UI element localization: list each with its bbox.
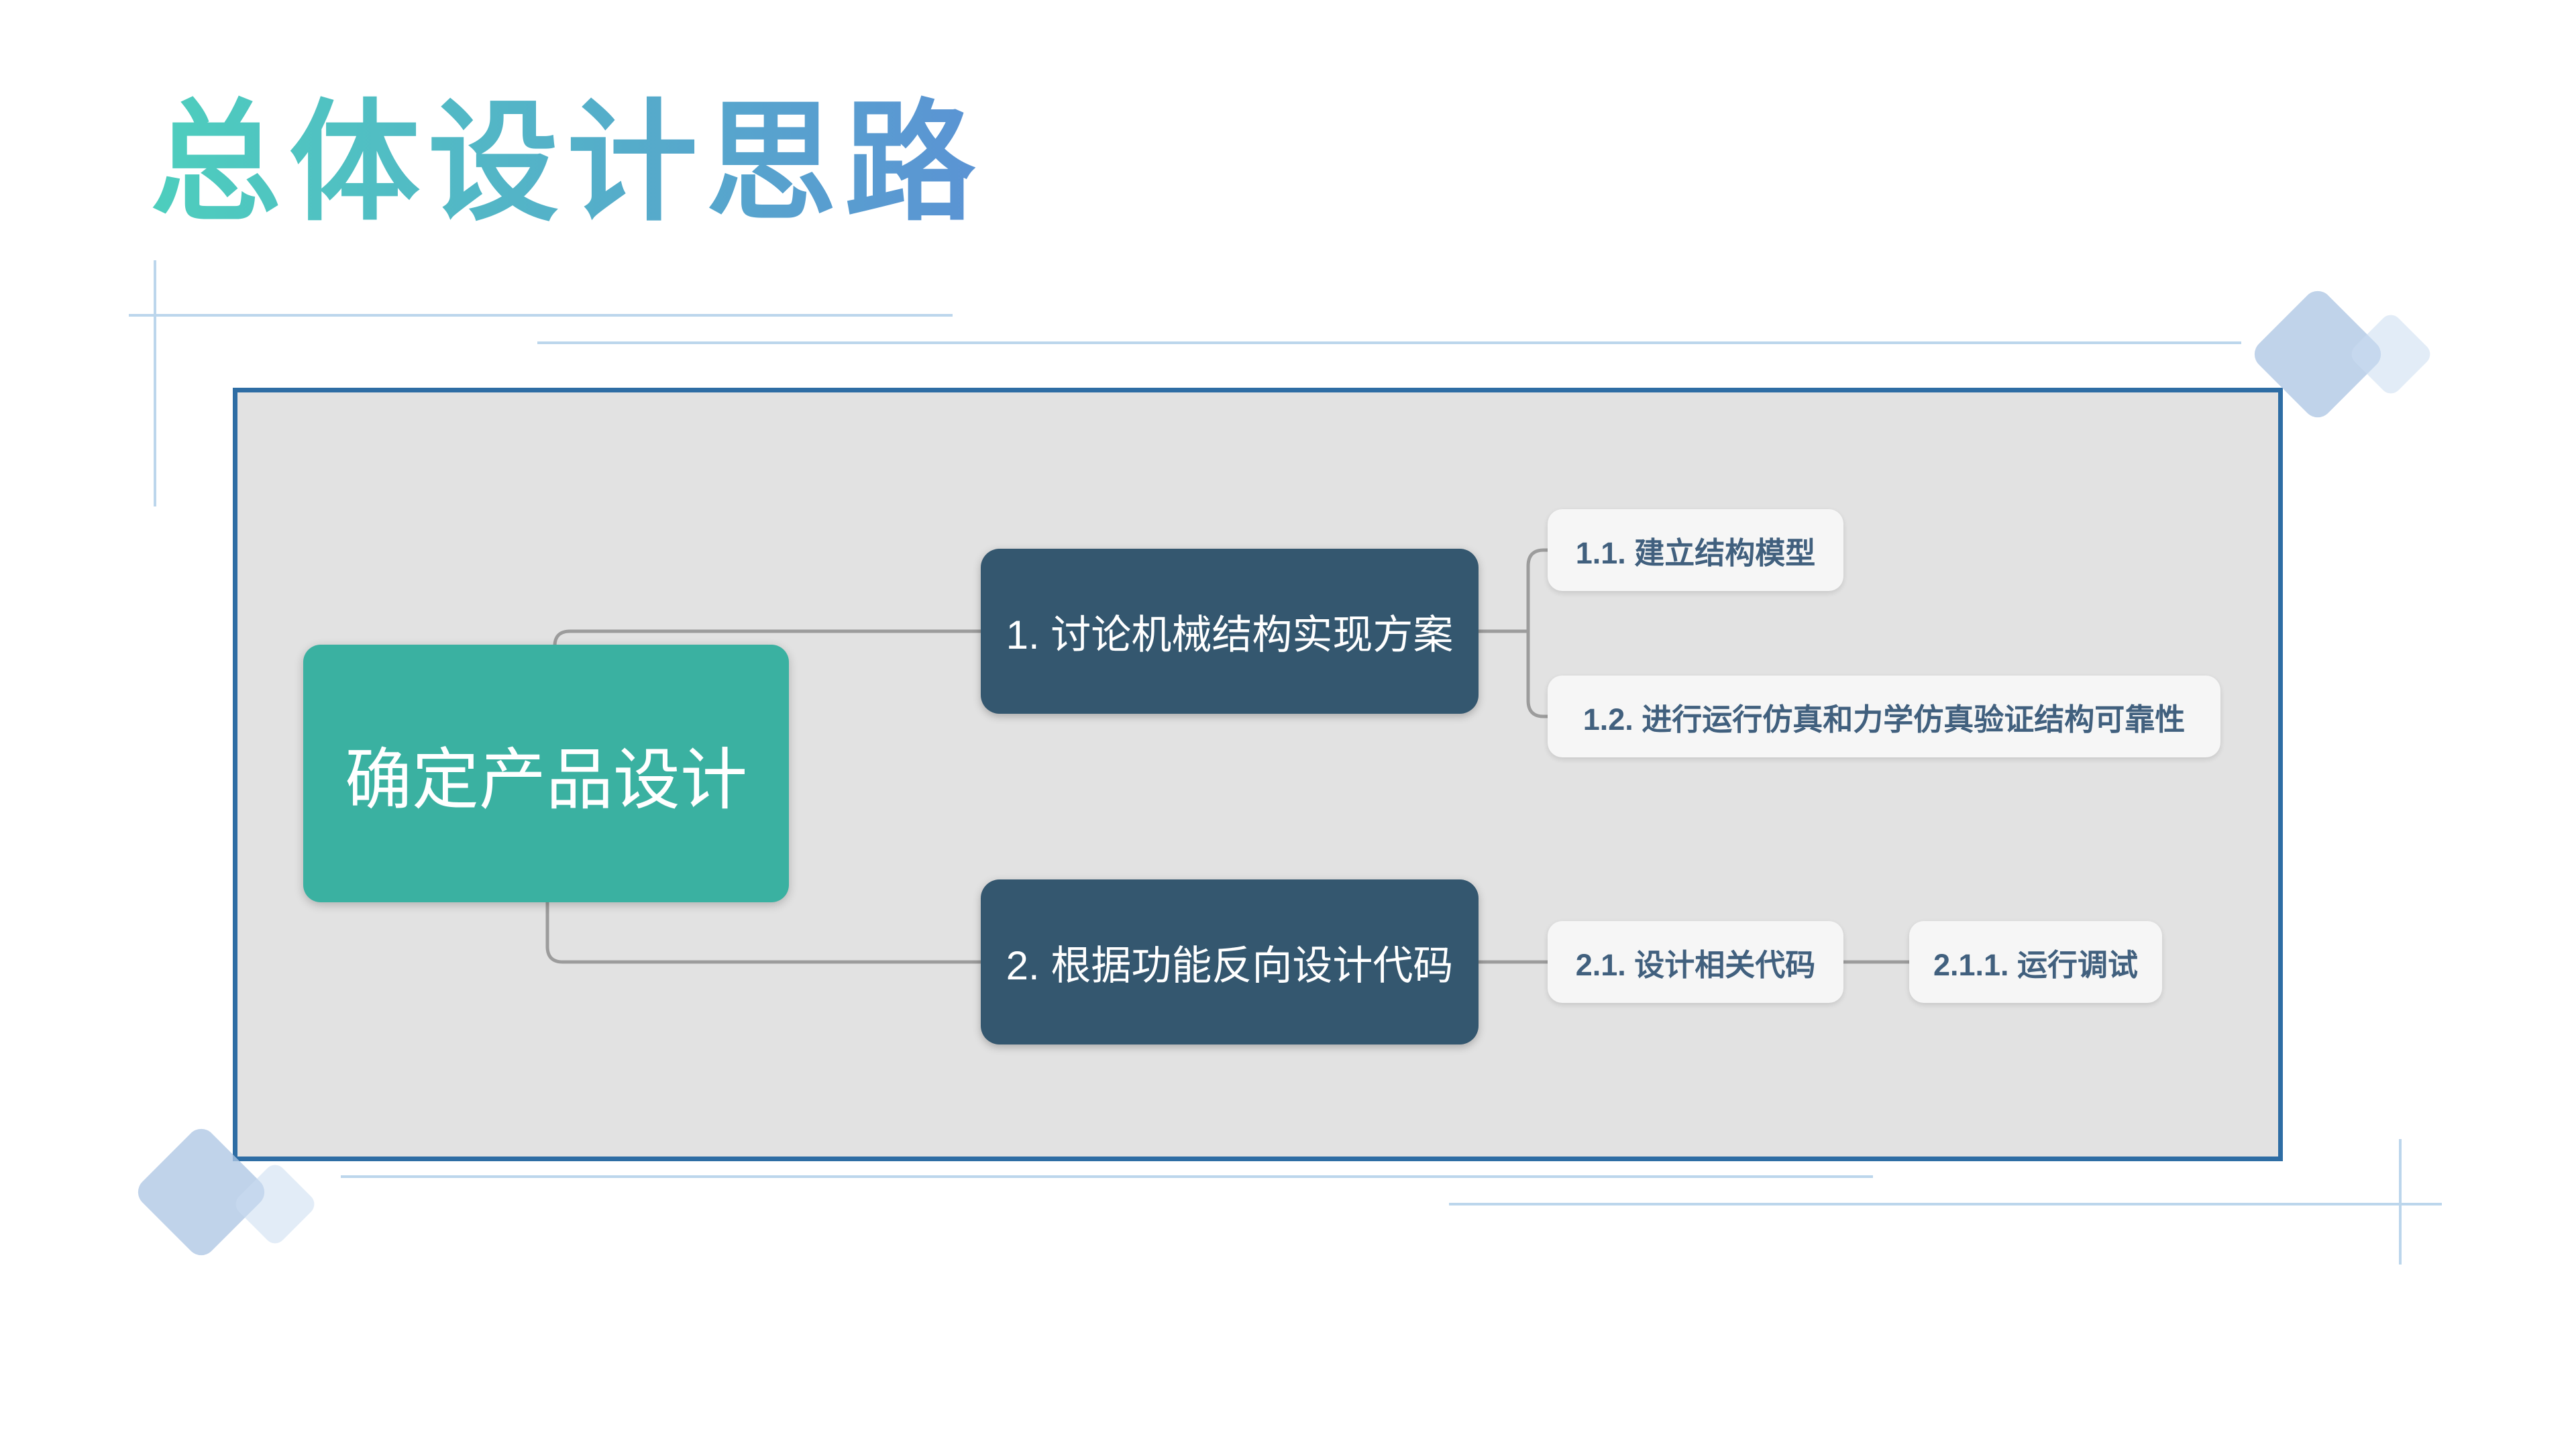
connector-bracket-leaves (1526, 548, 1550, 718)
branch-node-1-label: 1. 讨论机械结构实现方案 (1006, 612, 1454, 657)
branch-node-2-label: 2. 根据功能反向设计代码 (1006, 943, 1454, 988)
root-node: 确定产品设计 (303, 645, 789, 902)
accent-line-horizontal-title (129, 314, 953, 317)
accent-line-vertical-right (2399, 1139, 2402, 1265)
connector-root-branch2 (545, 896, 985, 964)
leaf-node-2-1-1: 2.1.1. 运行调试 (1909, 921, 2162, 1003)
accent-line-horizontal-top-long (537, 341, 2241, 344)
root-node-label: 确定产品设计 (345, 742, 747, 818)
leaf-node-1-1-label: 1.1. 建立结构模型 (1575, 535, 1816, 570)
page-title: 总体设计思路 (150, 92, 983, 237)
leaf-node-1-2: 1.2. 进行运行仿真和力学仿真验证结构可靠性 (1548, 676, 2220, 757)
branch-node-2: 2. 根据功能反向设计代码 (981, 879, 1479, 1044)
slide-title-block: 总体设计思路 (150, 92, 983, 237)
leaf-node-2-1-label: 2.1. 设计相关代码 (1575, 947, 1816, 982)
leaf-node-2-1: 2.1. 设计相关代码 (1548, 921, 1843, 1003)
leaf-node-2-1-1-label: 2.1.1. 运行调试 (1933, 947, 2139, 982)
accent-line-vertical-left (154, 260, 156, 506)
leaf-node-1-2-label: 1.2. 进行运行仿真和力学仿真验证结构可靠性 (1582, 702, 2186, 737)
leaf-node-1-1: 1.1. 建立结构模型 (1548, 509, 1843, 591)
branch-node-1: 1. 讨论机械结构实现方案 (981, 549, 1479, 714)
accent-line-horizontal-bottom-right (1449, 1203, 2442, 1205)
accent-line-horizontal-bottom-left (341, 1175, 1873, 1178)
